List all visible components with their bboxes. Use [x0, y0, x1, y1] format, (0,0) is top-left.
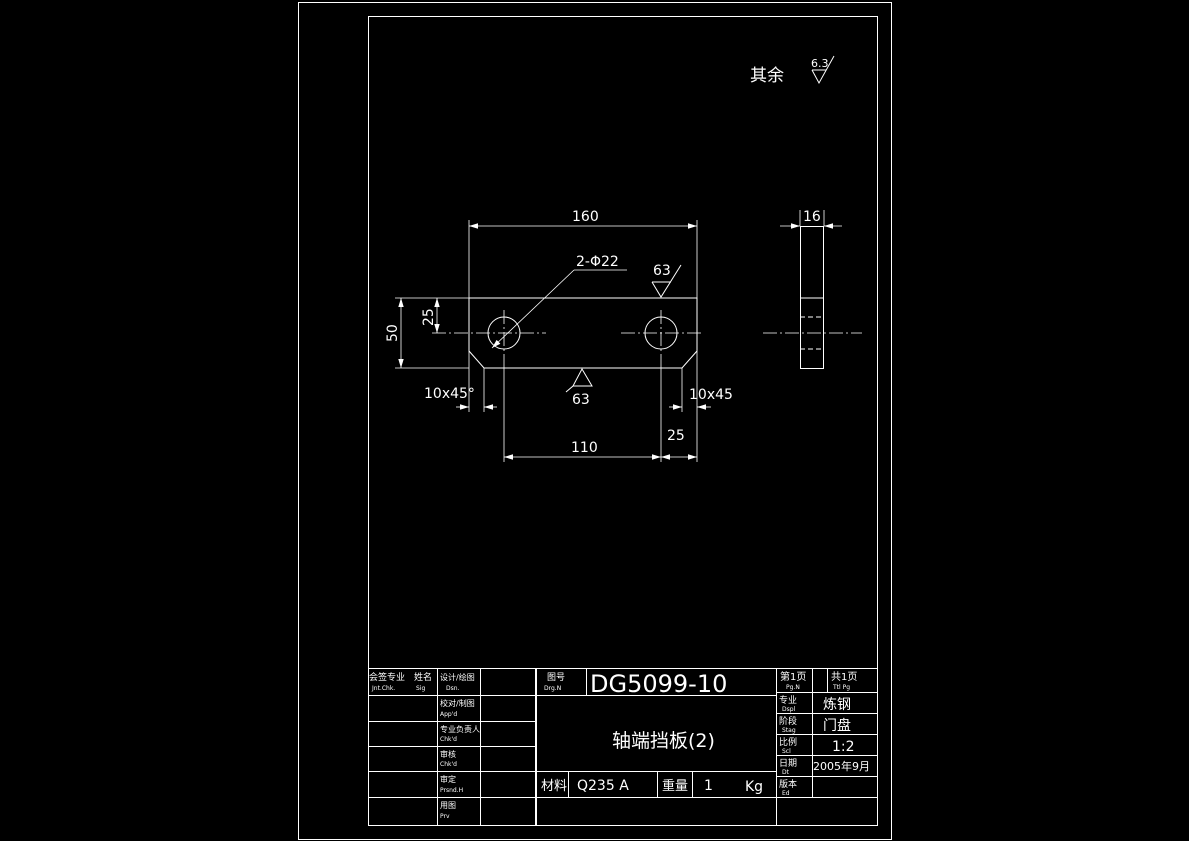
- sheet-label-en: Pg.N: [786, 684, 800, 691]
- sign-block: 会签专业 Jnt.Chk. 姓名 Sig 设计/绘图 Dsn. 校对/制图 Ap…: [368, 668, 536, 826]
- drawing-no-label-en: Drg.N: [544, 685, 561, 692]
- sheet-outer-border: [298, 2, 892, 840]
- sign-row-label: 校对/制图: [440, 698, 475, 708]
- sheet-label: 第1页: [780, 670, 806, 683]
- scale-value: 1:2: [832, 739, 855, 755]
- weight-unit: Kg: [745, 779, 763, 795]
- material-value: Q235 A: [577, 778, 629, 794]
- sign-col3-header-en: Dsn.: [446, 685, 460, 692]
- date-label: 日期: [779, 758, 797, 769]
- discipline-value: 炼钢: [823, 697, 851, 713]
- dim-thickness: 16: [803, 209, 821, 225]
- dim-roughness-bottom: 63: [572, 392, 590, 408]
- weight-value: 1: [704, 778, 713, 794]
- dim-hole-callout: 2-Φ22: [576, 254, 619, 270]
- dim-hole-height: 25: [421, 308, 437, 326]
- date-value: 2005年9月: [813, 759, 870, 773]
- stage-label-en: Stag: [782, 727, 796, 734]
- dim-chamfer-left: 10x45°: [424, 386, 475, 402]
- sign-row-label: 审定: [440, 774, 456, 784]
- scale-label: 比例: [779, 736, 797, 748]
- weight-label: 重量: [662, 778, 688, 794]
- sign-row-label: 专业负责人: [440, 724, 480, 734]
- dim-hole-spacing: 110: [571, 440, 598, 456]
- roughness-note: 其余 6.3: [750, 55, 835, 86]
- front-view: 160 2-Φ22 63 63 50 25 10x45° 10x45: [385, 209, 733, 462]
- dim-height: 50: [385, 324, 401, 342]
- side-view: 16: [763, 209, 862, 369]
- sign-row-label-en: Chk'd: [440, 736, 457, 743]
- title-block: 图号 Drg.N DG5099-10 轴端挡板(2) 材料 Q235 A 重量 …: [536, 668, 878, 826]
- roughness-top-icon: [651, 264, 682, 298]
- scale-label-en: Scl: [782, 748, 791, 755]
- dim-roughness-top: 63: [653, 263, 671, 279]
- discipline-label-en: Dspl: [782, 706, 796, 713]
- total-label-en: Ttl Pg: [832, 684, 850, 691]
- sign-col1-header: 会签专业: [369, 671, 405, 683]
- stage-label: 阶段: [779, 715, 797, 727]
- roughness-note-label: 其余: [750, 66, 784, 86]
- roughness-note-value: 6.3: [811, 57, 829, 70]
- version-label: 版本: [779, 778, 797, 790]
- sign-col2-header: 姓名: [414, 671, 432, 683]
- sign-row-label: 用图: [440, 801, 456, 810]
- part-name: 轴端挡板(2): [612, 730, 715, 752]
- sign-col2-header-en: Sig: [416, 685, 425, 692]
- date-label-en: Dt: [782, 769, 790, 776]
- stage-value: 门盘: [823, 717, 851, 734]
- sign-row-label: 审核: [440, 749, 456, 759]
- sign-row-label-en: Prv: [440, 813, 450, 820]
- sign-col1-header-en: Jnt.Chk.: [371, 685, 395, 692]
- roughness-bottom-icon: [565, 367, 593, 393]
- dim-overall-length: 160: [572, 209, 599, 225]
- discipline-label: 专业: [779, 694, 797, 706]
- total-label: 共1页: [831, 671, 857, 683]
- drawing-no-label: 图号: [547, 672, 565, 683]
- drawing-number: DG5099-10: [590, 670, 727, 698]
- sign-row-label-en: Chk'd: [440, 761, 457, 768]
- roughness-symbol-icon: [811, 55, 835, 85]
- dim-edge-to-hole: 25: [667, 428, 685, 444]
- version-label-en: Ed: [782, 790, 790, 797]
- sign-col3-header: 设计/绘图: [440, 672, 475, 682]
- sign-row-label-en: App'd: [440, 711, 457, 718]
- material-label: 材料: [541, 779, 567, 794]
- dim-chamfer-right: 10x45: [689, 387, 733, 403]
- sign-row-label-en: Prsnd.H: [440, 787, 463, 794]
